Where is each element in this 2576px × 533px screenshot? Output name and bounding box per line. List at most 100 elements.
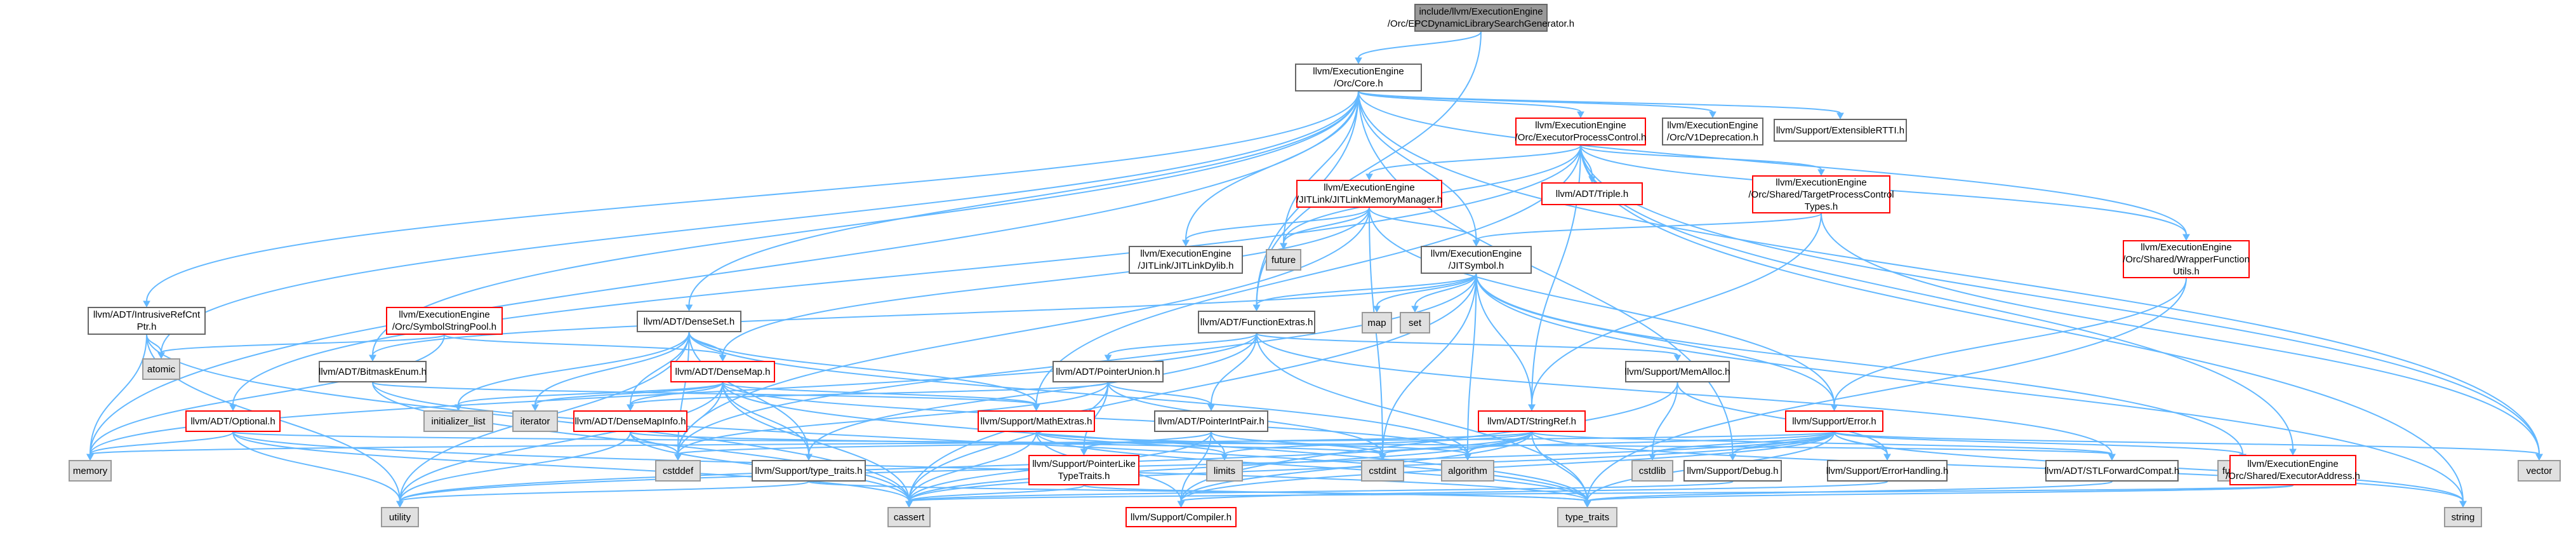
node-jitlink-memory-manager[interactable]: llvm/ExecutionEngine /JITLink/JITLinkMem… (1296, 180, 1442, 208)
edge-arrowhead (1411, 306, 1419, 313)
node-v1-deprecation[interactable]: llvm/ExecutionEngine /Orc/V1Deprecation.… (1662, 118, 1763, 145)
edge-arrowhead (1528, 404, 1536, 412)
node-initializer-list[interactable]: initializer_list (423, 410, 493, 432)
edge-bitmask-mathextras (372, 382, 1037, 405)
edge-optional-memory (90, 431, 234, 455)
edge-core-atomic (161, 91, 1359, 353)
edge-stringref-cstddef (677, 431, 1532, 455)
edge-arrowhead (1365, 173, 1373, 181)
edge-arrowhead (157, 352, 165, 360)
node-jitlink-dylib[interactable]: llvm/ExecutionEngine /JITLink/JITLinkDyl… (1129, 246, 1243, 274)
edge-arrowhead (1883, 454, 1891, 461)
node-utility[interactable]: utility (381, 507, 419, 527)
node-iterator[interactable]: iterator (512, 410, 558, 432)
node-map[interactable]: map (1362, 312, 1392, 334)
node-executor-address[interactable]: llvm/ExecutionEngine /Orc/Shared/Executo… (2226, 455, 2360, 485)
node-dense-set[interactable]: llvm/ADT/DenseSet.h (637, 311, 741, 332)
node-jit-symbol[interactable]: llvm/ExecutionEngine /JITSymbol.h (1421, 246, 1532, 274)
node-limits[interactable]: limits (1206, 460, 1243, 482)
node-stl-forward-compat[interactable]: llvm/ADT/STLForwardCompat.h (2045, 460, 2179, 482)
edge-funcextras-typetraits_llvm (808, 333, 1258, 455)
edge-core-irc (146, 91, 1359, 302)
node-root-header[interactable]: include/llvm/ExecutionEngine /Orc/EPCDyn… (1388, 4, 1574, 32)
node-pointer-int-pair[interactable]: llvm/ADT/PointerIntPair.h (1154, 410, 1268, 432)
node-atomic[interactable]: atomic (142, 358, 180, 380)
edge-ssp-densemap (444, 334, 724, 356)
node-orc-core[interactable]: llvm/ExecutionEngine /Orc/Core.h (1295, 64, 1422, 91)
edge-root-core (1358, 31, 1482, 58)
edge-arrowhead (805, 454, 813, 461)
edge-jitlinkmm-jitsymbol (1369, 207, 1477, 241)
node-support-compiler[interactable]: llvm/Support/Compiler.h (1125, 507, 1237, 527)
edge-core-vector (1358, 91, 2540, 455)
node-wrapper-function-utils[interactable]: llvm/ExecutionEngine /Orc/Shared/Wrapper… (2123, 240, 2250, 278)
edge-stringref-string (1531, 431, 2464, 502)
node-intrusive-ref-cnt-ptr[interactable]: llvm/ADT/IntrusiveRefCnt Ptr.h (88, 307, 206, 335)
edge-densemap-cassert (722, 382, 910, 502)
edge-stringref-type_traits (1531, 431, 1588, 502)
edge-arrowhead (1104, 354, 1112, 362)
edge-epc-vector (1580, 145, 2540, 455)
edge-ptrunion-dmi (630, 382, 1109, 405)
edge-arrowhead (2535, 454, 2543, 461)
node-dense-map-info[interactable]: llvm/ADT/DenseMapInfo.h (573, 410, 687, 432)
edge-arrowhead (1836, 112, 1844, 120)
node-algorithm[interactable]: algorithm (1441, 460, 1494, 482)
node-support-debug[interactable]: llvm/Support/Debug.h (1683, 460, 1782, 482)
node-optional[interactable]: llvm/ADT/Optional.h (185, 410, 281, 432)
node-type-traits[interactable]: type_traits (1557, 507, 1617, 527)
edge-core-denseset (688, 91, 1359, 306)
node-support-error[interactable]: llvm/Support/Error.h (1785, 410, 1883, 432)
node-pointer-union[interactable]: llvm/ADT/PointerUnion.h (1052, 361, 1164, 382)
edge-funcextras-stlfwd (1256, 333, 2113, 455)
edge-error-compiler (1180, 431, 1835, 502)
node-dense-map[interactable]: llvm/ADT/DenseMap.h (670, 361, 775, 382)
edge-bitmask-cassert (372, 382, 910, 502)
node-triple[interactable]: llvm/ADT/Triple.h (1541, 182, 1643, 205)
edge-arrowhead (1729, 454, 1737, 461)
node-pointer-like-type-traits[interactable]: llvm/Support/PointerLike TypeTraits.h (1028, 455, 1139, 485)
node-llvm-type-traits[interactable]: llvm/Support/type_traits.h (752, 460, 866, 482)
edge-arrowhead (1709, 111, 1716, 119)
node-vector[interactable]: vector (2518, 460, 2561, 482)
edge-densemap-typetraits_llvm (722, 382, 809, 455)
node-symbol-string-pool[interactable]: llvm/ExecutionEngine /Orc/SymbolStringPo… (386, 307, 503, 335)
node-cassert[interactable]: cassert (887, 507, 931, 527)
edge-mathextras-algorithm (1035, 431, 1468, 455)
node-mem-alloc[interactable]: llvm/Support/MemAlloc.h (1625, 361, 1730, 382)
node-target-process-control-types[interactable]: llvm/ExecutionEngine /Orc/Shared/TargetP… (1748, 175, 1894, 213)
node-set[interactable]: set (1400, 312, 1430, 334)
edge-arrowhead (396, 501, 404, 508)
node-executor-process-control[interactable]: llvm/ExecutionEngine /Orc/ExecutorProces… (1515, 118, 1646, 145)
edge-dmi-cstddef (630, 431, 679, 455)
edge-execaddr-cassert (908, 485, 2294, 502)
node-future[interactable]: future (1266, 249, 1301, 271)
node-cstddef[interactable]: cstddef (655, 460, 701, 482)
edge-denseset-iterator (534, 332, 690, 405)
edge-densemap-dmi (630, 382, 724, 405)
edge-densemap-iterator (534, 382, 724, 405)
node-math-extras[interactable]: llvm/Support/MathExtras.h (978, 410, 1095, 432)
edge-epc-jitlinkmm (1369, 145, 1581, 175)
edge-dmi-utility (399, 431, 631, 502)
edge-core-wfu (1358, 91, 2187, 235)
node-extensible-rtti[interactable]: llvm/Support/ExtensibleRTTI.h (1774, 119, 1907, 142)
edge-epc-tpct (1580, 145, 1822, 170)
edge-stringref-limits (1224, 431, 1532, 455)
node-cstdint[interactable]: cstdint (1361, 460, 1404, 482)
node-memory[interactable]: memory (69, 460, 112, 482)
node-string[interactable]: string (2444, 507, 2482, 527)
edge-core-epc (1358, 91, 1581, 112)
edge-optional-stlfwd (232, 431, 2113, 455)
edge-arrowhead (1032, 404, 1040, 412)
edge-funcextras-memalloc (1256, 333, 1678, 356)
node-error-handling[interactable]: llvm/Support/ErrorHandling.h (1826, 460, 1948, 482)
node-string-ref[interactable]: llvm/ADT/StringRef.h (1478, 410, 1586, 432)
node-cstdlib[interactable]: cstdlib (1631, 460, 1673, 482)
edge-jitsymbol-cassert (908, 273, 1477, 502)
edge-arrowhead (905, 501, 913, 508)
edge-wfu-error (1833, 278, 2187, 405)
node-function-extras[interactable]: llvm/ADT/FunctionExtras.h (1198, 311, 1315, 334)
node-bitmask-enum[interactable]: llvm/ADT/BitmaskEnum.h (319, 361, 427, 382)
edge-arrowhead (719, 354, 727, 362)
